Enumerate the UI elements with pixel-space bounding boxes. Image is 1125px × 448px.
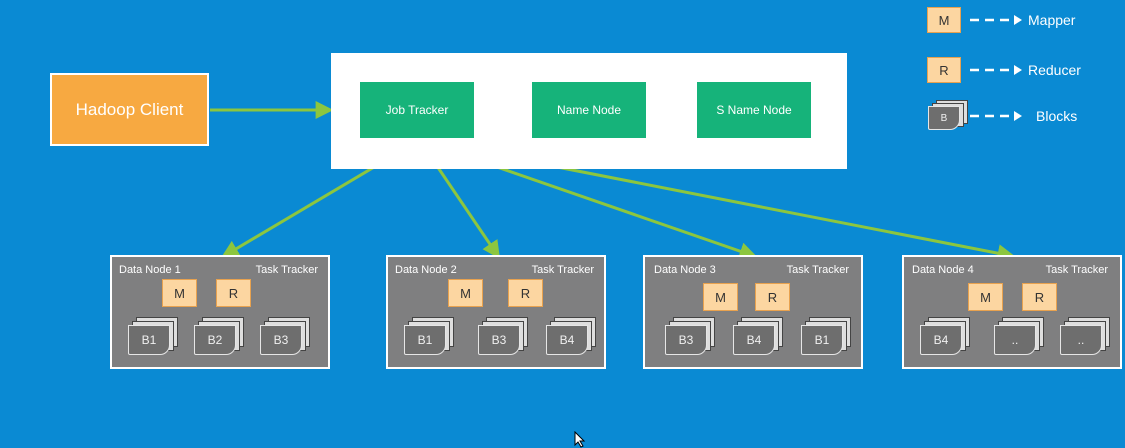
data-node-2: Data Node 2 Task Tracker M R B1 B3 B4 <box>386 255 606 369</box>
hadoop-client-box: Hadoop Client <box>50 73 209 146</box>
legend-blocks-icon: B <box>928 100 970 132</box>
block-stack-icon: B3 <box>260 317 312 359</box>
legend-blocks-label: Blocks <box>1036 108 1078 124</box>
block-label: B3 <box>260 325 302 355</box>
legend-mapper-arrow-icon <box>970 15 1022 25</box>
block-stack-icon: B3 <box>478 317 530 359</box>
block-stack-icon: .. <box>1060 317 1112 359</box>
data-node-4-title: Data Node 4 <box>912 264 974 276</box>
block-label: B4 <box>546 325 588 355</box>
data-node-1-reducer: R <box>216 279 251 307</box>
data-node-1: Data Node 1 Task Tracker M R B1 B2 B3 <box>110 255 330 369</box>
block-stack-icon: B1 <box>801 317 853 359</box>
legend-reducer-label: Reducer <box>1028 62 1081 78</box>
block-label: B4 <box>920 325 962 355</box>
hadoop-client-label: Hadoop Client <box>75 99 184 119</box>
name-node-label: Name Node <box>556 103 622 117</box>
data-node-3-task-tracker: Task Tracker <box>786 264 849 276</box>
secondary-name-node-box: S Name Node <box>697 82 811 138</box>
block-label: B4 <box>733 325 775 355</box>
mouse-cursor-icon <box>574 431 586 448</box>
data-node-4-task-tracker: Task Tracker <box>1045 264 1108 276</box>
data-node-2-task-tracker: Task Tracker <box>531 264 594 276</box>
data-node-4-reducer: R <box>1022 283 1057 311</box>
data-node-4: Data Node 4 Task Tracker M R B4 .. .. <box>902 255 1122 369</box>
block-label: B3 <box>478 325 520 355</box>
job-tracker-box: Job Tracker <box>360 82 474 138</box>
data-node-2-title: Data Node 2 <box>395 264 457 276</box>
legend-reducer-symbol: R <box>927 57 961 83</box>
block-stack-icon: B2 <box>194 317 246 359</box>
legend-reducer-arrow-icon <box>970 65 1022 75</box>
secondary-name-node-label: S Name Node <box>716 103 792 117</box>
data-node-1-task-tracker: Task Tracker <box>255 264 318 276</box>
legend-blocks-arrow-icon <box>970 111 1022 121</box>
job-tracker-label: Job Tracker <box>385 103 449 117</box>
block-label: B1 <box>128 325 170 355</box>
legend-mapper-label: Mapper <box>1028 12 1076 28</box>
block-stack-icon: B4 <box>733 317 785 359</box>
legend-mapper-symbol: M <box>927 7 961 33</box>
block-stack-icon: B4 <box>920 317 972 359</box>
data-node-4-mapper: M <box>968 283 1003 311</box>
data-node-3-mapper: M <box>703 283 738 311</box>
block-label: B2 <box>194 325 236 355</box>
block-stack-icon: B1 <box>128 317 180 359</box>
block-stack-icon: B4 <box>546 317 598 359</box>
block-label: .. <box>1060 325 1102 355</box>
legend-blocks-symbol: B <box>928 106 960 130</box>
block-label: B1 <box>404 325 446 355</box>
data-node-2-reducer: R <box>508 279 543 307</box>
block-stack-icon: .. <box>994 317 1046 359</box>
block-label: B1 <box>801 325 843 355</box>
name-node-box: Name Node <box>532 82 646 138</box>
data-node-2-mapper: M <box>448 279 483 307</box>
data-node-1-mapper: M <box>162 279 197 307</box>
block-label: B3 <box>665 325 707 355</box>
data-node-3-title: Data Node 3 <box>654 264 716 276</box>
block-stack-icon: B1 <box>404 317 456 359</box>
block-stack-icon: B3 <box>665 317 717 359</box>
block-label: .. <box>994 325 1036 355</box>
data-node-3-reducer: R <box>755 283 790 311</box>
data-node-3: Data Node 3 Task Tracker M R B3 B4 B1 <box>643 255 863 369</box>
data-node-1-title: Data Node 1 <box>119 264 181 276</box>
